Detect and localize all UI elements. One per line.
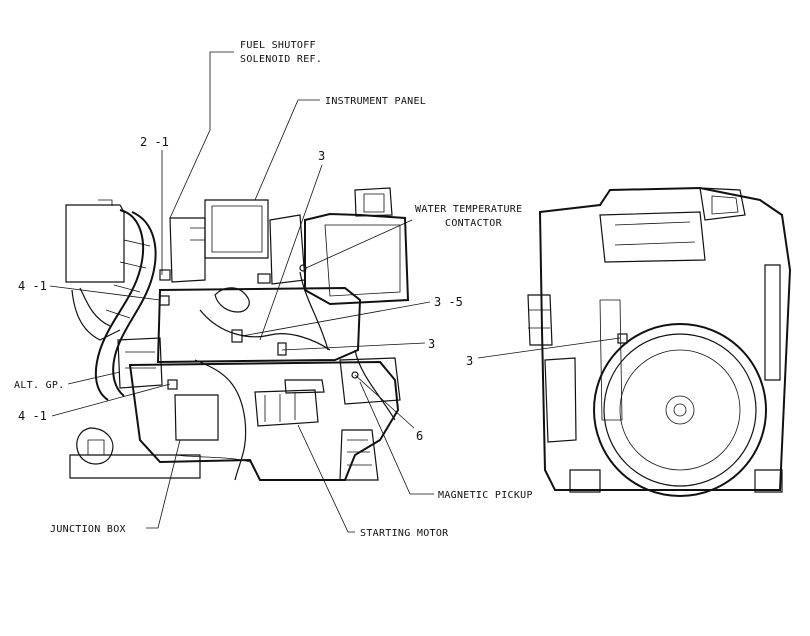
label-fuel-shutoff-line2: SOLENOID REF. — [240, 54, 322, 65]
callout-2-1: 2 -1 — [140, 135, 169, 149]
leader-lines — [49, 51, 621, 533]
label-water-temperature-line1: WATER TEMPERATURE — [415, 204, 522, 215]
label-water-temperature-line2: CONTACTOR — [445, 218, 503, 229]
label-junction-box: JUNCTION BOX — [50, 524, 126, 535]
label-magnetic-pickup: MAGNETIC PICKUP — [438, 490, 533, 501]
label-alt-gp: ALT. GP. — [14, 380, 65, 391]
label-starting-motor: STARTING MOTOR — [360, 528, 449, 539]
right-engine-front-view — [527, 186, 792, 497]
left-engine-side-view — [65, 187, 410, 481]
text-labels: FUEL SHUTOFF SOLENOID REF. INSTRUMENT PA… — [14, 40, 533, 539]
label-instrument-panel: INSTRUMENT PANEL — [325, 96, 426, 107]
callout-4-1-lower: 4 -1 — [18, 409, 47, 423]
callout-4-1-upper: 4 -1 — [18, 279, 47, 293]
callout-3-top: 3 — [318, 149, 325, 163]
callout-6: 6 — [416, 429, 423, 443]
callout-numbers: 2 -1 3 4 -1 3 -5 3 4 -1 6 3 — [18, 135, 473, 443]
callout-3-5: 3 -5 — [434, 295, 463, 309]
label-fuel-shutoff-line1: FUEL SHUTOFF — [240, 40, 316, 51]
callout-3-right: 3 — [466, 354, 473, 368]
callout-3-mid: 3 — [428, 337, 435, 351]
